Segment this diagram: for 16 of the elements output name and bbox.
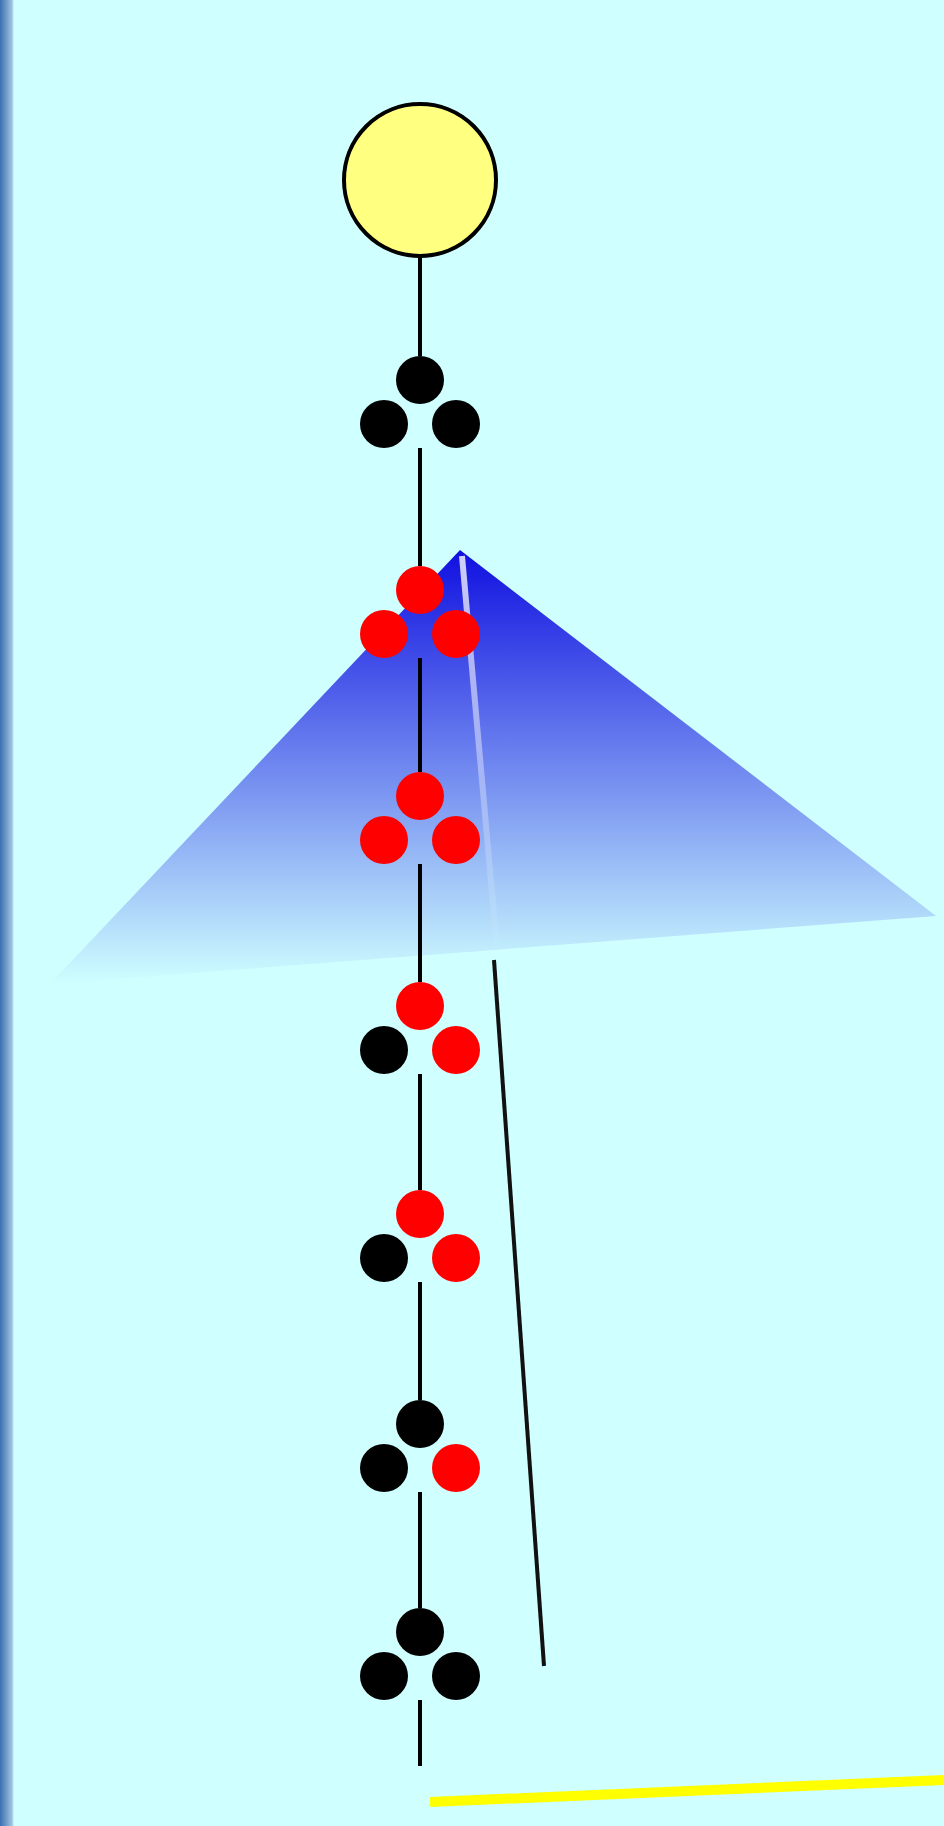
connector-line [418, 864, 422, 982]
ball-cluster-drawing [360, 982, 480, 1074]
ball-cluster-drawing [360, 1608, 480, 1700]
connector-line [418, 1282, 422, 1400]
connector-line [418, 1492, 422, 1608]
connector-line [418, 256, 422, 356]
connector-line [418, 448, 422, 566]
ball-cluster-drawing [360, 1400, 480, 1492]
ball-cluster-drawing [360, 1190, 480, 1282]
connector-line [418, 1074, 422, 1190]
connector-line [418, 1700, 422, 1766]
ball-cluster-drawing [360, 566, 480, 658]
connector-line [418, 658, 422, 772]
sun-circle [342, 102, 498, 258]
ball-cluster-drawing [360, 772, 480, 864]
ball-cluster-drawing [360, 356, 480, 448]
